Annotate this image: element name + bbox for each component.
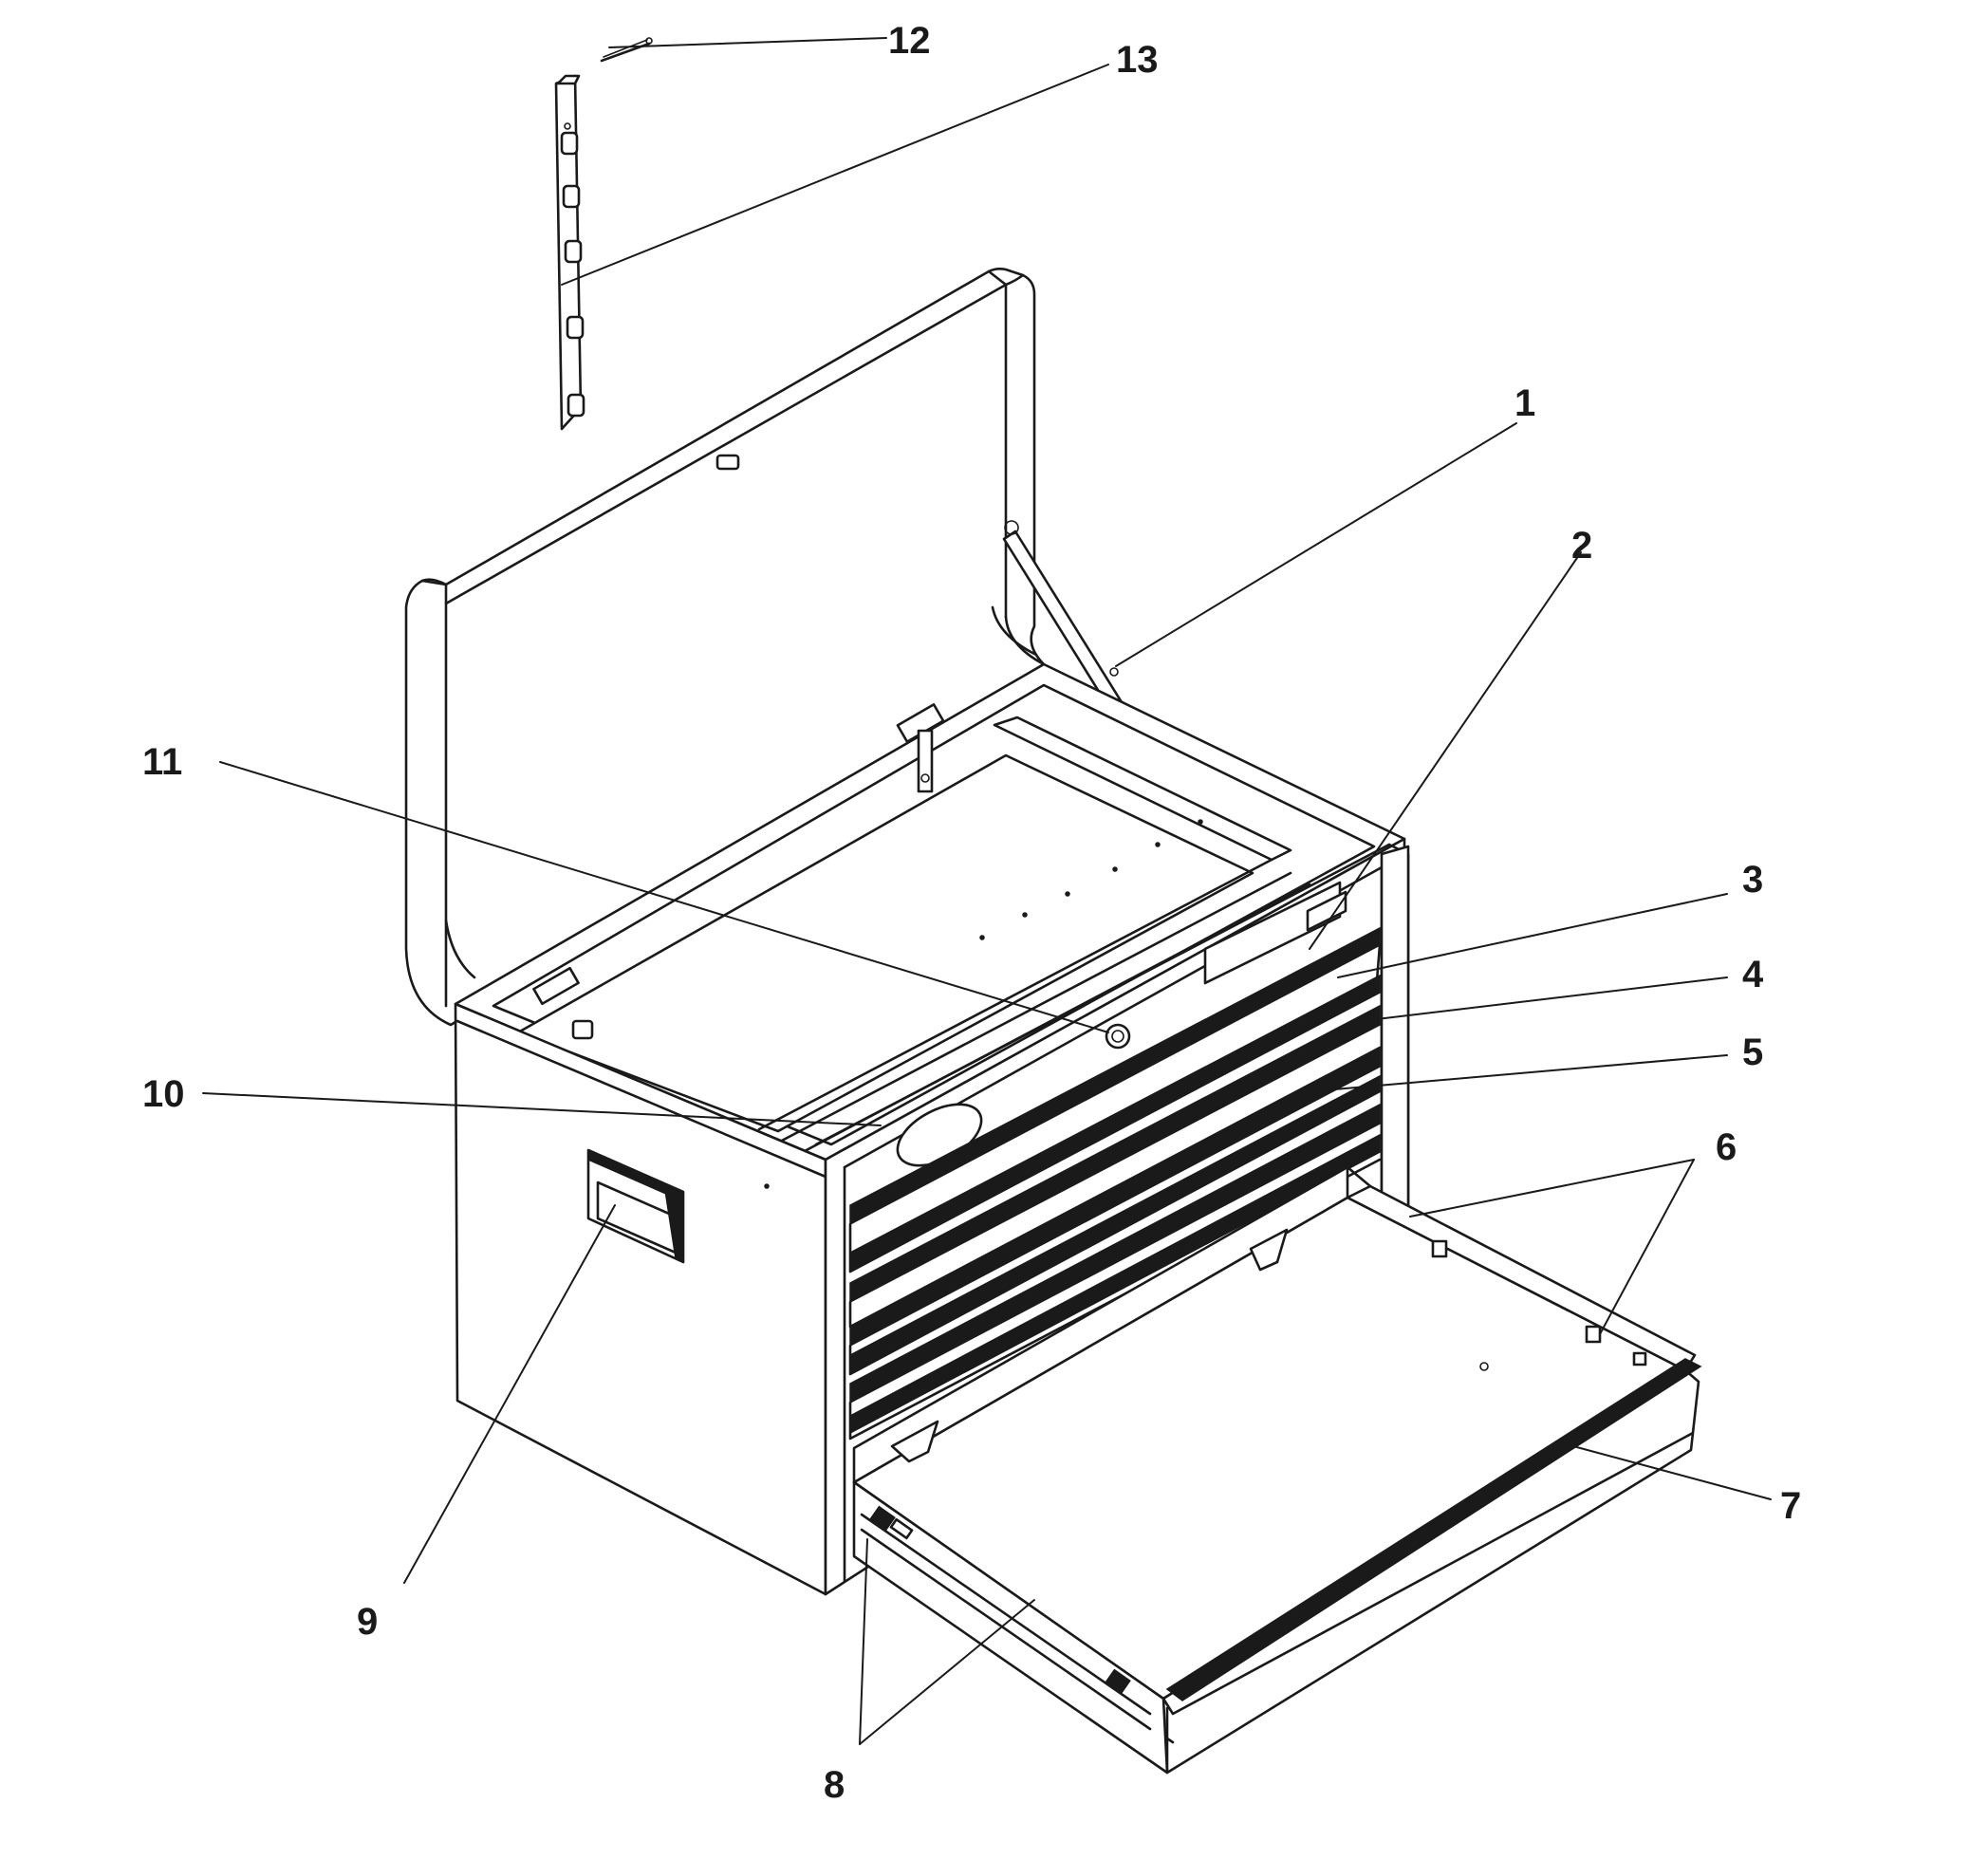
callout-4: 4 [1742,954,1764,995]
callout-2: 2 [1571,525,1592,567]
callout-6: 6 [1716,1126,1737,1168]
callout-5: 5 [1742,1032,1763,1073]
open-drawer [852,1165,1702,1775]
part-9-side-handle [586,1148,685,1264]
callout-9: 9 [357,1601,378,1643]
callout-7: 7 [1780,1485,1801,1527]
bracket-clips [560,122,585,418]
part-2-label-plate [1203,881,1347,985]
part-8-drawer-slides [852,1480,1169,1775]
callout-3: 3 [1742,859,1763,901]
callout-11: 11 [142,741,182,783]
part-13-hanger-bracket [554,74,585,431]
chest-front [814,837,1410,1596]
callout-labels: 1 2 3 4 5 6 7 8 9 10 11 12 13 [142,20,1801,1806]
part-6-drawer-clips [1431,1239,1647,1371]
callout-10: 10 [142,1073,185,1115]
part-11-lock [1105,1023,1131,1050]
part-12-pin [600,37,653,63]
callout-12: 12 [888,20,931,62]
callout-1: 1 [1514,382,1535,424]
callout-8: 8 [824,1764,845,1806]
chest-body-top [454,662,1406,1162]
chest-lid [404,268,1046,1027]
drawer-3 [848,1046,1382,1376]
part-7-drawer-front [1160,1358,1702,1775]
callout-13: 13 [1116,39,1159,81]
leader-lines [202,37,1772,1745]
